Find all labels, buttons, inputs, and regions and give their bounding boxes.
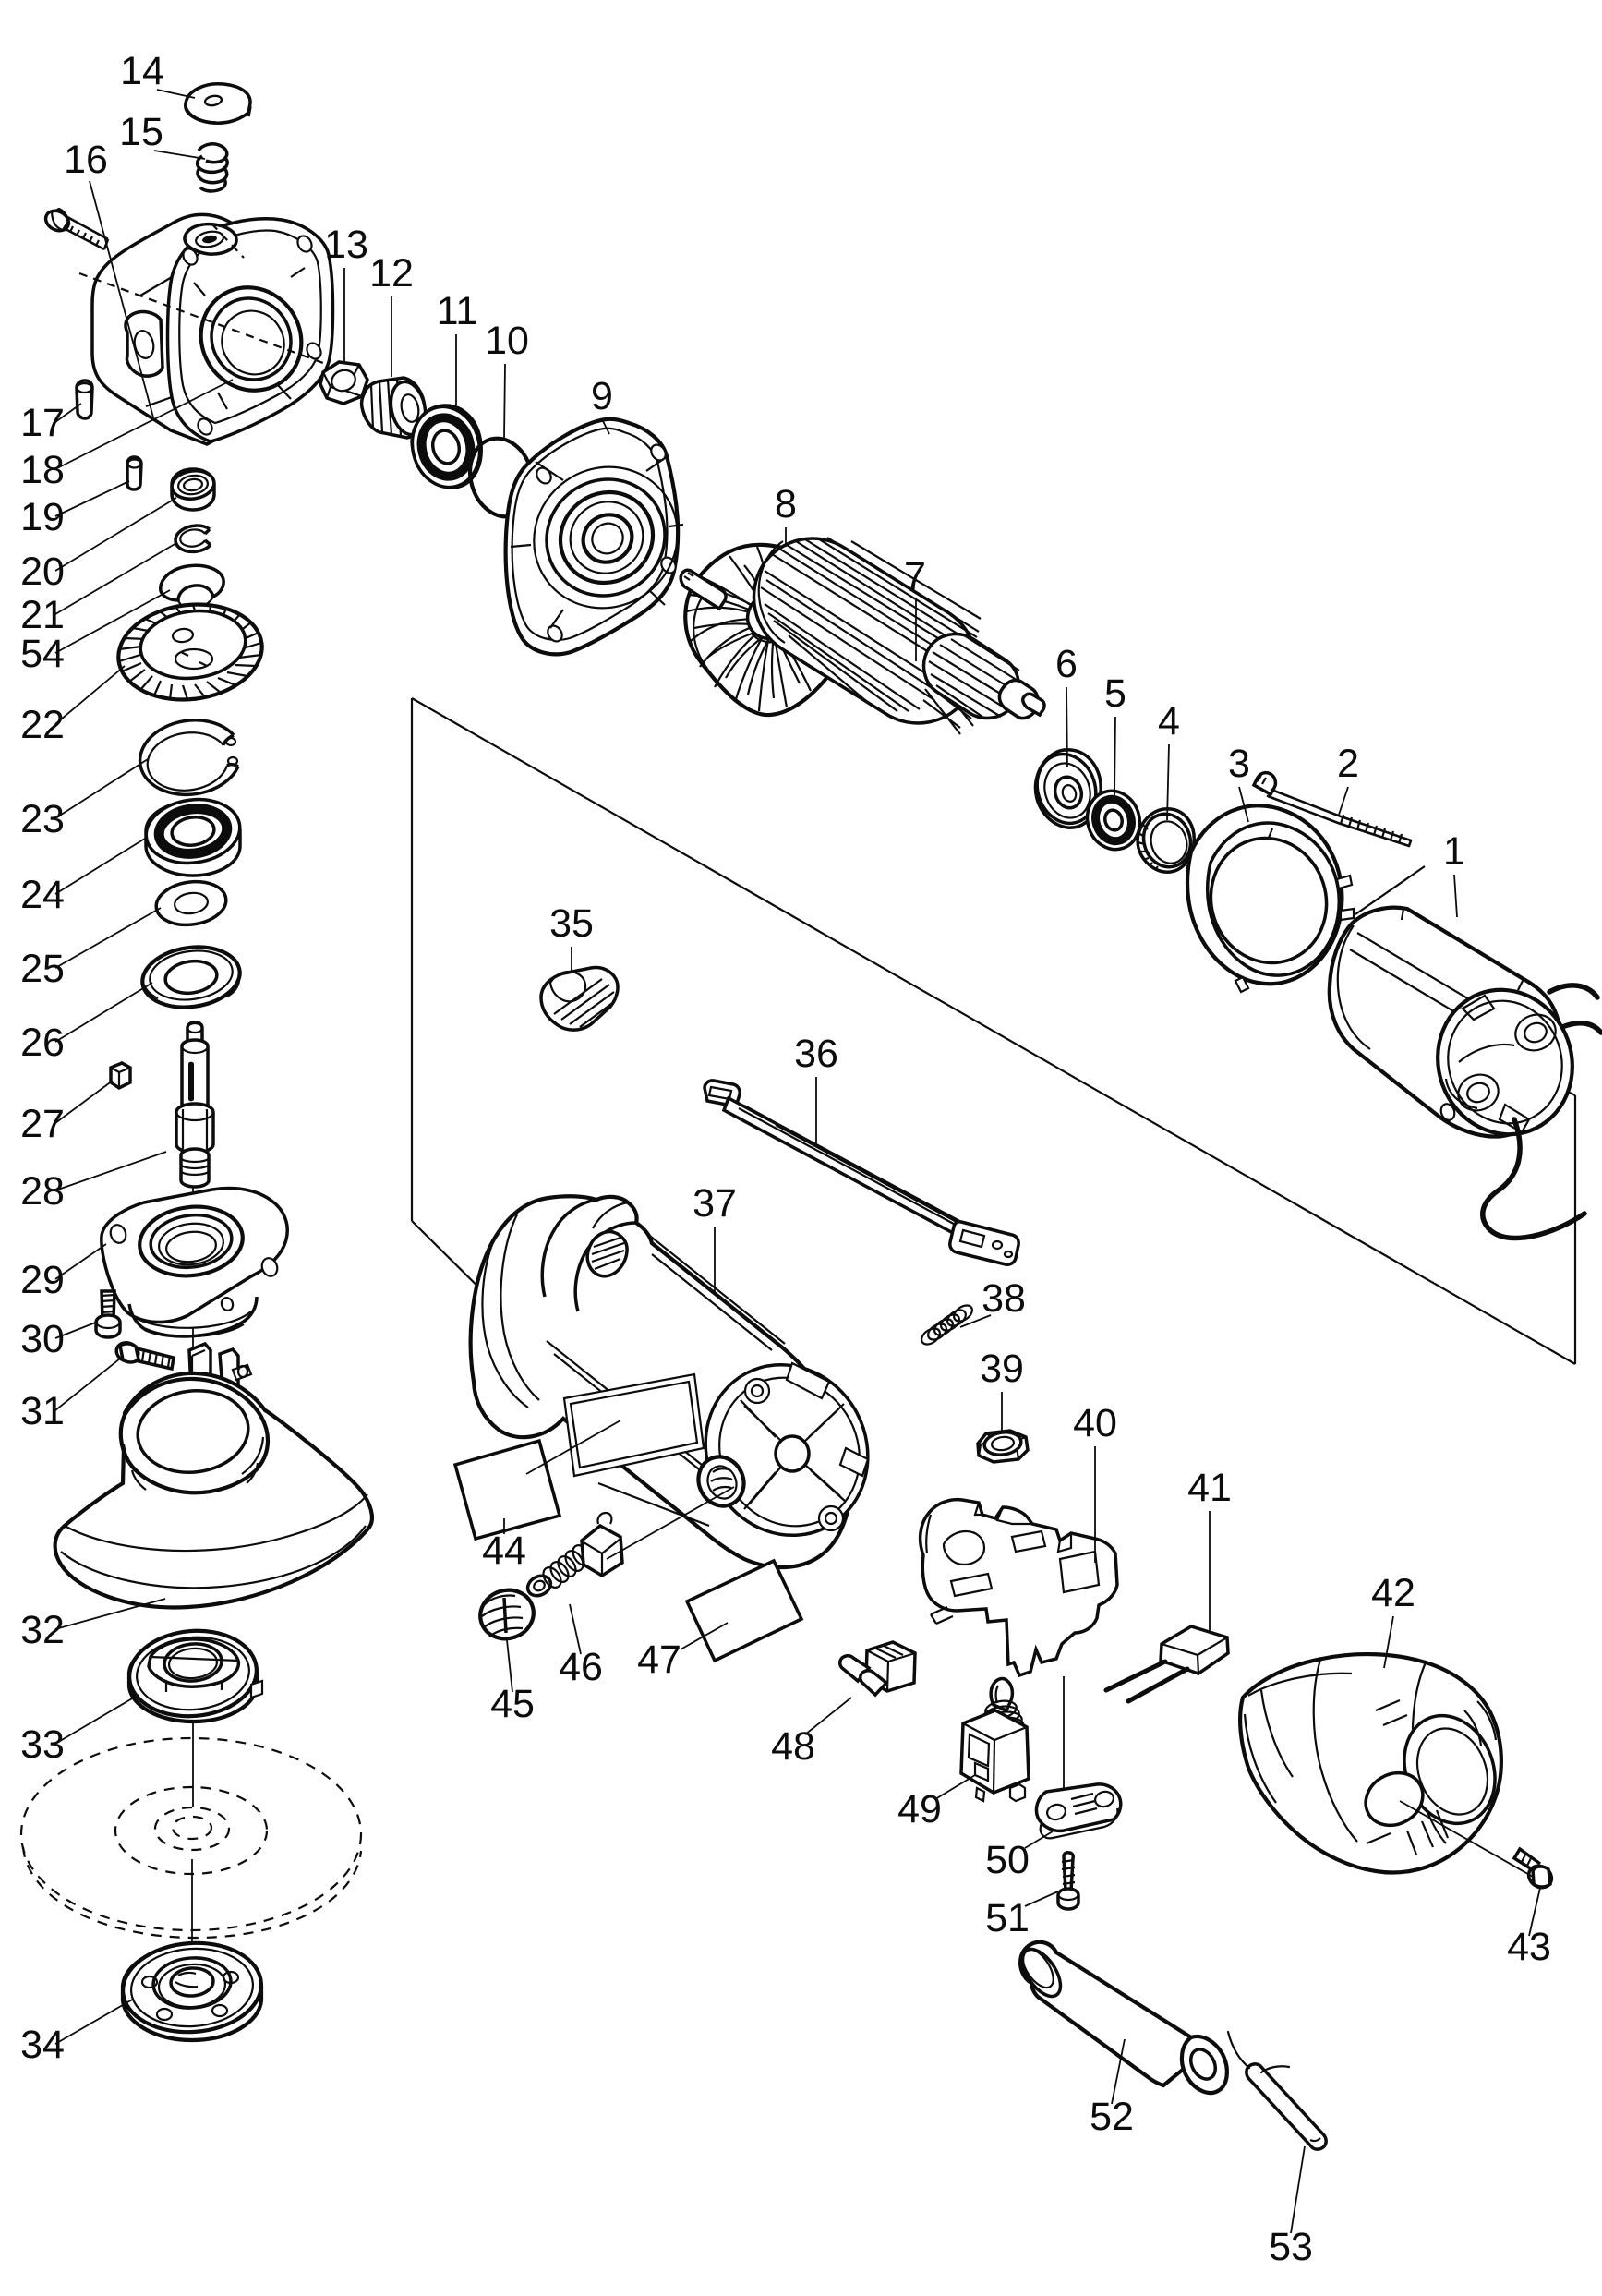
svg-text:22: 22 <box>20 703 65 747</box>
svg-text:25: 25 <box>20 947 65 991</box>
svg-text:51: 51 <box>985 1896 1030 1940</box>
svg-text:40: 40 <box>1073 1401 1117 1445</box>
svg-text:28: 28 <box>20 1169 65 1214</box>
svg-text:8: 8 <box>775 482 797 526</box>
svg-text:50: 50 <box>985 1838 1030 1882</box>
svg-text:44: 44 <box>482 1529 526 1573</box>
svg-text:54: 54 <box>20 632 65 676</box>
svg-text:17: 17 <box>20 401 65 445</box>
svg-text:31: 31 <box>20 1389 65 1433</box>
svg-text:9: 9 <box>591 374 613 418</box>
svg-text:11: 11 <box>437 289 478 333</box>
svg-text:5: 5 <box>1104 671 1126 716</box>
svg-text:34: 34 <box>20 2023 65 2067</box>
svg-text:12: 12 <box>369 251 414 296</box>
svg-text:27: 27 <box>20 1102 65 1146</box>
svg-text:6: 6 <box>1055 642 1078 686</box>
svg-text:7: 7 <box>904 554 926 598</box>
svg-text:3: 3 <box>1228 742 1250 786</box>
svg-text:47: 47 <box>637 1637 681 1682</box>
svg-text:14: 14 <box>120 49 164 93</box>
svg-text:19: 19 <box>20 495 65 539</box>
svg-text:20: 20 <box>20 550 65 594</box>
svg-text:37: 37 <box>693 1181 737 1226</box>
svg-text:29: 29 <box>20 1258 65 1302</box>
svg-text:2: 2 <box>1337 742 1359 786</box>
svg-text:4: 4 <box>1158 699 1180 743</box>
svg-text:30: 30 <box>20 1317 65 1361</box>
svg-text:33: 33 <box>20 1722 65 1767</box>
svg-text:39: 39 <box>980 1347 1024 1391</box>
svg-text:18: 18 <box>20 448 65 492</box>
svg-text:23: 23 <box>20 797 65 841</box>
svg-text:35: 35 <box>549 901 594 946</box>
svg-text:26: 26 <box>20 1021 65 1065</box>
svg-text:10: 10 <box>485 319 529 363</box>
svg-text:16: 16 <box>64 138 108 182</box>
svg-text:36: 36 <box>794 1032 838 1076</box>
svg-text:38: 38 <box>982 1276 1026 1321</box>
svg-text:41: 41 <box>1187 1466 1232 1510</box>
svg-text:32: 32 <box>20 1608 65 1652</box>
svg-text:15: 15 <box>119 110 163 154</box>
svg-text:42: 42 <box>1371 1571 1415 1615</box>
svg-text:43: 43 <box>1507 1925 1551 1969</box>
svg-text:1: 1 <box>1443 829 1465 874</box>
svg-text:21: 21 <box>20 593 65 637</box>
svg-text:13: 13 <box>324 223 368 267</box>
svg-text:49: 49 <box>897 1787 942 1831</box>
svg-text:24: 24 <box>20 873 65 917</box>
